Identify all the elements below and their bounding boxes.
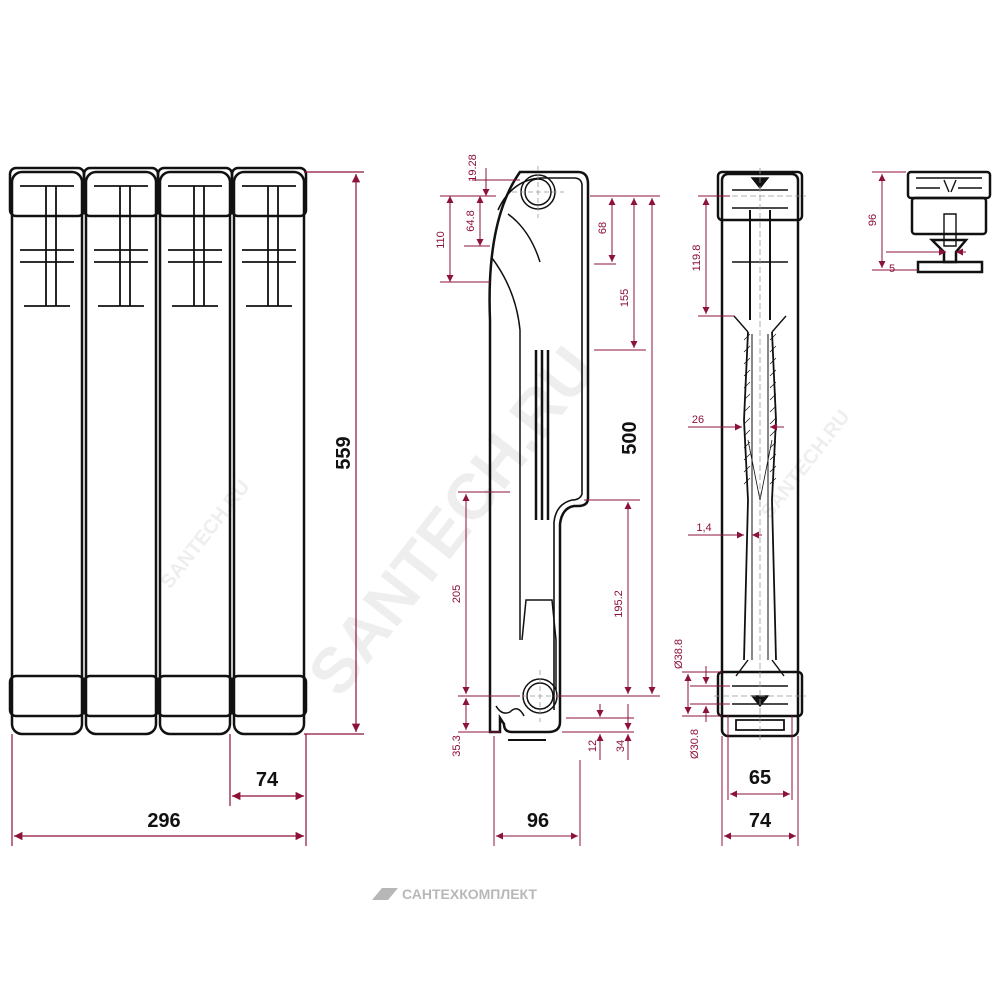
dim-section-1-4: 1,4 bbox=[696, 522, 711, 534]
top-view bbox=[906, 170, 992, 274]
footer-logo-text: САНТЕХКОМПЛЕКТ bbox=[402, 886, 537, 902]
section-view bbox=[716, 170, 804, 738]
front-view-dimensions bbox=[11, 171, 364, 846]
dim-side-34: 34 bbox=[615, 740, 627, 752]
watermark: SANTECH.RU SANTECH.RU SANTECH.RU bbox=[157, 334, 855, 709]
dim-section-diam-30-8: Ø30.8 bbox=[689, 729, 701, 759]
dim-section-26: 26 bbox=[692, 414, 704, 426]
front-view bbox=[8, 166, 308, 736]
dim-section-diam-38-8: Ø38.8 bbox=[673, 639, 685, 669]
dim-side-110: 110 bbox=[435, 231, 447, 249]
dim-top-96: 96 bbox=[867, 214, 879, 226]
dim-side-205: 205 bbox=[451, 585, 463, 603]
section-view-dimensions bbox=[682, 195, 799, 846]
dim-top-5: 5 bbox=[889, 263, 895, 275]
watermark-left-text: SANTECH.RU bbox=[157, 476, 255, 593]
section-view-centerlines bbox=[714, 168, 806, 740]
radiator-section-3 bbox=[156, 166, 234, 736]
side-view bbox=[488, 170, 590, 741]
dim-section-119-8: 119.8 bbox=[691, 245, 703, 272]
dim-height-559: 559 bbox=[333, 436, 355, 469]
dim-side-195-2: 195.2 bbox=[613, 590, 625, 618]
dim-side-68: 68 bbox=[597, 222, 609, 234]
dim-side-35-3: 35.3 bbox=[451, 735, 463, 756]
side-view-dimensions bbox=[440, 168, 660, 846]
top-view-dimensions bbox=[872, 171, 966, 271]
top-view-details bbox=[916, 177, 982, 247]
section-view-hatching bbox=[743, 333, 777, 485]
dim-side-19-28: 19.28 bbox=[467, 154, 479, 182]
side-view-center-marks bbox=[512, 166, 566, 722]
dim-section-74: 74 bbox=[749, 810, 772, 832]
dim-section-width-74: 74 bbox=[256, 769, 279, 791]
dim-side-96: 96 bbox=[527, 810, 549, 832]
radiator-section-4 bbox=[230, 166, 308, 736]
footer-logo: САНТЕХКОМПЛЕКТ bbox=[372, 886, 537, 902]
dim-side-500: 500 bbox=[619, 421, 641, 454]
dim-side-64-8: 64.8 bbox=[465, 210, 477, 231]
santechkomplekt-logo-icon bbox=[372, 888, 398, 900]
dim-side-155: 155 bbox=[619, 289, 631, 307]
dim-section-65: 65 bbox=[749, 767, 771, 789]
radiator-section-2 bbox=[82, 166, 160, 736]
radiator-section-1 bbox=[8, 166, 86, 736]
watermark-main-text: SANTECH.RU bbox=[294, 334, 609, 709]
dim-side-12: 12 bbox=[587, 740, 599, 752]
dim-total-width-296: 296 bbox=[147, 810, 180, 832]
